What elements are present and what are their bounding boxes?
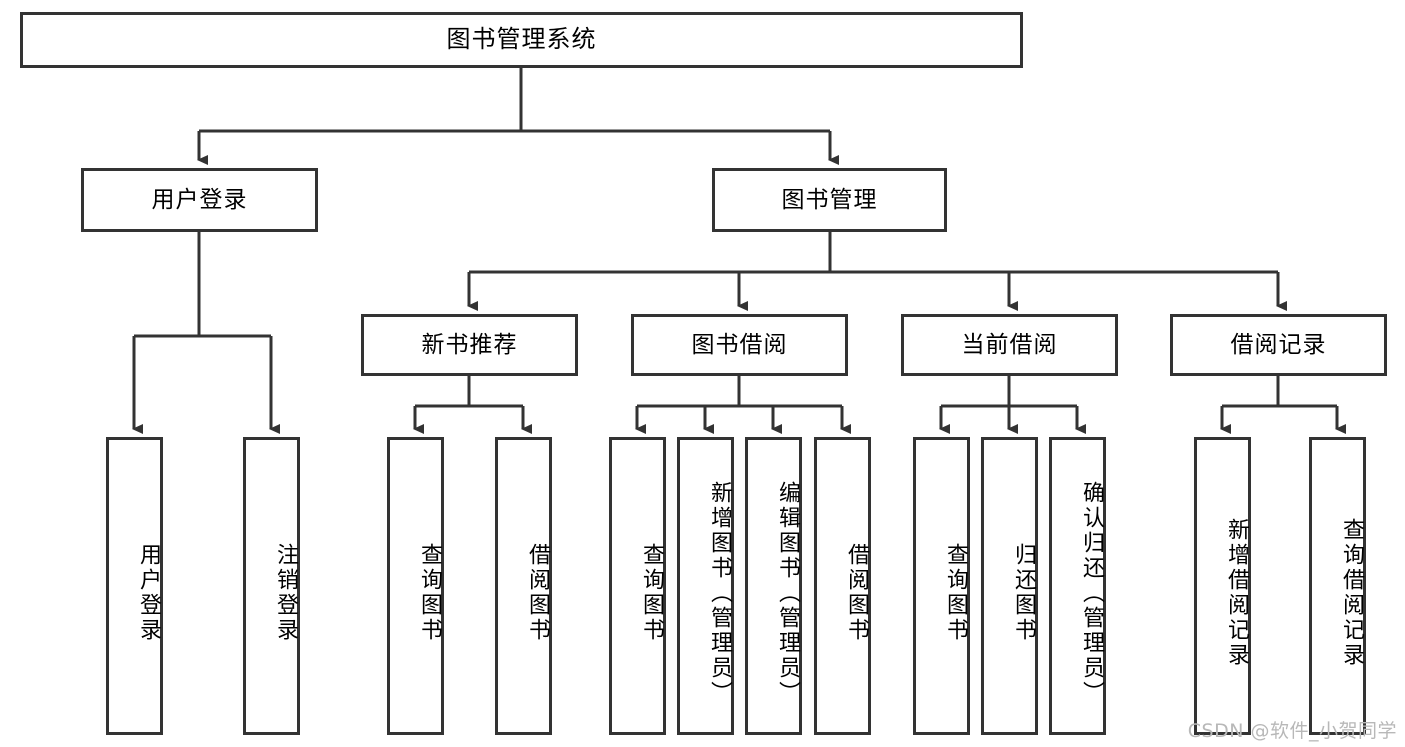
- leaf-label: 确认归还（管理员）: [1079, 480, 1104, 706]
- leaf-user-logout[interactable]: 注销登录: [243, 437, 300, 735]
- leaf-query-book-1[interactable]: 查询图书: [387, 437, 444, 735]
- node-root[interactable]: 图书管理系统: [20, 12, 1023, 68]
- node-user-login[interactable]: 用户登录: [81, 168, 318, 232]
- leaf-label: 查询图书: [417, 543, 442, 643]
- leaf-confirm-return[interactable]: 确认归还（管理员）: [1049, 437, 1106, 735]
- node-new-book-recommend[interactable]: 新书推荐: [361, 314, 578, 376]
- leaf-edit-book[interactable]: 编辑图书（管理员）: [745, 437, 802, 735]
- node-book-manage[interactable]: 图书管理: [712, 168, 947, 232]
- leaf-borrow-book-1[interactable]: 借阅图书: [495, 437, 552, 735]
- node-book-borrow[interactable]: 图书借阅: [631, 314, 848, 376]
- leaf-label: 查询图书: [639, 543, 664, 643]
- leaf-query-book-2[interactable]: 查询图书: [609, 437, 666, 735]
- leaf-label: 编辑图书（管理员）: [775, 480, 800, 706]
- leaf-label: 注销登录: [273, 543, 298, 643]
- watermark: CSDN @软件_小贺同学: [1187, 720, 1397, 742]
- node-current-borrow[interactable]: 当前借阅: [901, 314, 1118, 376]
- leaf-borrow-book-2[interactable]: 借阅图书: [814, 437, 871, 735]
- leaf-label: 查询图书: [943, 543, 968, 643]
- leaf-label: 查询借阅记录: [1339, 518, 1364, 668]
- leaf-user-login[interactable]: 用户登录: [106, 437, 163, 735]
- leaf-add-record[interactable]: 新增借阅记录: [1194, 437, 1251, 735]
- leaf-query-record[interactable]: 查询借阅记录: [1309, 437, 1366, 735]
- node-borrow-record[interactable]: 借阅记录: [1170, 314, 1387, 376]
- leaf-label: 新增借阅记录: [1224, 518, 1249, 668]
- leaf-label: 归还图书: [1011, 543, 1036, 643]
- leaf-add-book[interactable]: 新增图书（管理员）: [677, 437, 734, 735]
- leaf-query-book-3[interactable]: 查询图书: [913, 437, 970, 735]
- leaf-label: 新增图书（管理员）: [707, 480, 732, 706]
- leaf-label: 借阅图书: [525, 543, 550, 643]
- leaf-return-book[interactable]: 归还图书: [981, 437, 1038, 735]
- leaf-label: 用户登录: [136, 543, 161, 643]
- leaf-label: 借阅图书: [844, 543, 869, 643]
